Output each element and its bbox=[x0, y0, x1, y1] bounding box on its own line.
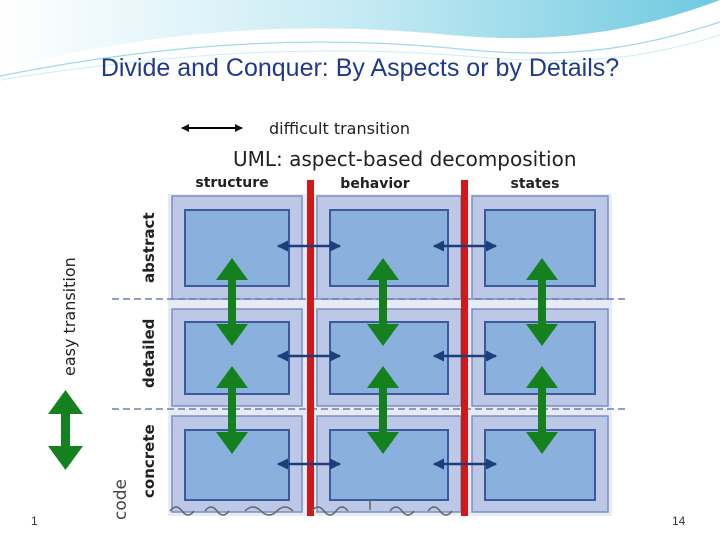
easy-transition-label: easy transition bbox=[60, 257, 79, 376]
arrow-vertical bbox=[526, 258, 558, 346]
cell-grid bbox=[171, 195, 609, 513]
arrow-vertical bbox=[367, 258, 399, 346]
divider-red-left bbox=[307, 180, 314, 516]
arrow-vertical bbox=[367, 366, 399, 454]
divider-red-right bbox=[461, 180, 468, 516]
row-label-abstract: abstract bbox=[140, 212, 158, 283]
diagram-heading: UML: aspect-based decomposition bbox=[233, 147, 577, 171]
row-label-concrete: concrete bbox=[140, 424, 158, 498]
easy-transition-legend-arrow bbox=[48, 390, 83, 470]
difficult-transition-label: difficult transition bbox=[269, 119, 410, 138]
code-row-glyph-remnants bbox=[169, 500, 453, 516]
horizontal-transition-arrows bbox=[276, 240, 498, 470]
column-behavior: behavior bbox=[340, 176, 409, 192]
column-states: states bbox=[511, 176, 560, 192]
row-label-detailed: detailed bbox=[140, 319, 158, 388]
column-structure: structure bbox=[195, 175, 268, 191]
cell-detailed-structure bbox=[171, 308, 303, 407]
arrow-vertical bbox=[216, 258, 248, 346]
arrow-vertical bbox=[526, 366, 558, 454]
footer-left-number: 1 bbox=[31, 514, 38, 528]
vertical-transition-arrows bbox=[216, 258, 558, 454]
cell-abstract-behavior bbox=[316, 195, 462, 300]
header-swoosh-decoration bbox=[0, 0, 720, 81]
page-number: 14 bbox=[672, 514, 686, 528]
code-label-partial: code bbox=[111, 479, 131, 520]
cell-concrete-states bbox=[471, 415, 609, 513]
slide-title: Divide and Conquer: By Aspects or by Det… bbox=[100, 54, 620, 82]
arrow-vertical bbox=[216, 366, 248, 454]
cell-abstract-structure bbox=[171, 195, 303, 300]
cell-detailed-behavior bbox=[316, 308, 462, 407]
